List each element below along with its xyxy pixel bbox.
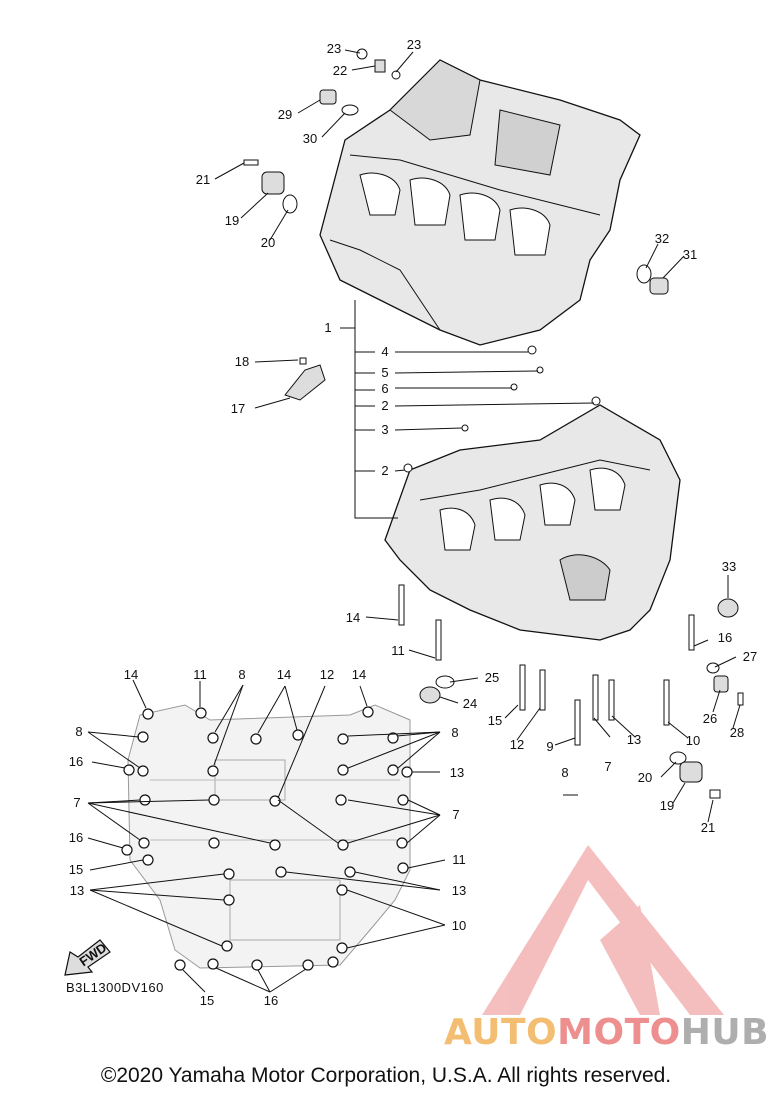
callout: 14 xyxy=(277,667,291,682)
callout: 7 xyxy=(604,759,611,774)
callout-numbers: 23 23 22 29 30 21 19 20 32 31 1 4 5 6 2 … xyxy=(69,37,757,1008)
callout: 7 xyxy=(73,795,80,810)
callout: 17 xyxy=(231,401,245,416)
callout: 21 xyxy=(701,820,715,835)
diagram-code: B3L1300DV160 xyxy=(66,980,164,995)
callout: 25 xyxy=(485,670,499,685)
watermark-part-auto: AUTO xyxy=(444,1012,558,1053)
callout: 19 xyxy=(660,798,674,813)
callout: 13 xyxy=(627,732,641,747)
callout: 16 xyxy=(264,993,278,1008)
callout: 16 xyxy=(69,830,83,845)
callout: 13 xyxy=(450,765,464,780)
callout: 33 xyxy=(722,559,736,574)
watermark-part-moto: MOTO xyxy=(557,1012,681,1053)
callout: 8 xyxy=(561,765,568,780)
callout: 2 xyxy=(381,463,388,478)
watermark-text: AUTOMOTOHUB xyxy=(444,1010,770,1056)
upper-crankcase xyxy=(261,48,669,346)
callout: 13 xyxy=(70,883,84,898)
callout: 22 xyxy=(333,63,347,78)
callout: 11 xyxy=(193,667,207,682)
callout: 10 xyxy=(686,733,700,748)
callout: 23 xyxy=(407,37,421,52)
leader-lines xyxy=(87,49,741,993)
callout: 7 xyxy=(452,807,459,822)
callout: 10 xyxy=(452,918,466,933)
callout: 13 xyxy=(452,883,466,898)
callout: 32 xyxy=(655,231,669,246)
callout: 8 xyxy=(75,724,82,739)
callout: 23 xyxy=(327,41,341,56)
callout: 26 xyxy=(703,711,717,726)
callout: 6 xyxy=(381,381,388,396)
callout: 20 xyxy=(261,235,275,250)
callout: 27 xyxy=(743,649,757,664)
lower-crankcase xyxy=(243,159,744,799)
callout: 11 xyxy=(391,643,405,658)
callout: 16 xyxy=(718,630,732,645)
callout: 5 xyxy=(381,365,388,380)
callout: 30 xyxy=(303,131,317,146)
callout: 15 xyxy=(488,713,502,728)
callout: 15 xyxy=(200,993,214,1008)
callout: 9 xyxy=(546,739,553,754)
callout: 12 xyxy=(320,667,334,682)
callout: 12 xyxy=(510,737,524,752)
callout: 18 xyxy=(235,354,249,369)
callout: 14 xyxy=(346,610,360,625)
callout: 3 xyxy=(381,422,388,437)
callout: 8 xyxy=(451,725,458,740)
callout: 29 xyxy=(278,107,292,122)
callout: 21 xyxy=(196,172,210,187)
callout: 2 xyxy=(381,398,388,413)
fwd-arrow-icon: FWD xyxy=(64,939,111,976)
callout: 15 xyxy=(69,862,83,877)
copyright-notice: ©2020 Yamaha Motor Corporation, U.S.A. A… xyxy=(100,1064,672,1087)
callout: 20 xyxy=(638,770,652,785)
callout: 19 xyxy=(225,213,239,228)
callout: 24 xyxy=(463,696,477,711)
watermark-part-hub: HUB xyxy=(680,1012,770,1053)
watermark-logo xyxy=(482,845,724,1015)
callout: 14 xyxy=(124,667,138,682)
callout: 31 xyxy=(683,247,697,262)
callout: 28 xyxy=(730,725,744,740)
callout: 14 xyxy=(352,667,366,682)
callout: 8 xyxy=(238,667,245,682)
callout: 16 xyxy=(69,754,83,769)
callout: 1 xyxy=(324,320,331,335)
crankcase-bottom-view xyxy=(121,704,413,971)
fwd-label: FWD xyxy=(76,940,109,969)
callout: 4 xyxy=(381,344,388,359)
callout: 11 xyxy=(452,852,466,867)
